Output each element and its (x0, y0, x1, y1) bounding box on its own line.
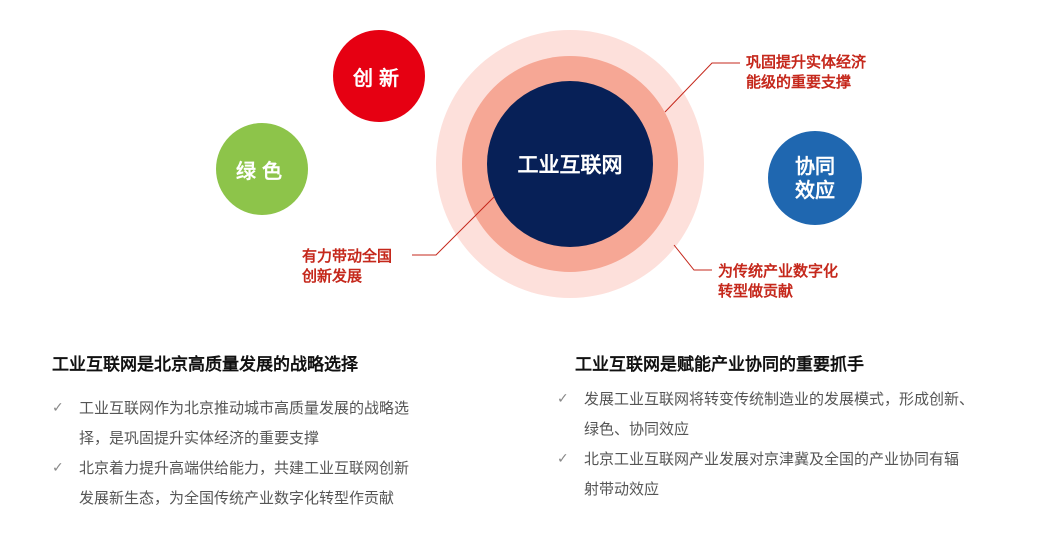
callout-left-line2: 创新发展 (302, 267, 363, 285)
check-icon: ✓ (557, 451, 569, 467)
callout-bottom-right: 为传统产业数字化 转型做贡献 (718, 261, 838, 301)
synergy-bubble: 协同 效应 (768, 131, 862, 225)
bullet-line1: 发展工业互联网将转变传统制造业的发展模式，形成创新、 (584, 390, 975, 408)
callout-top-right: 巩固提升实体经济 能级的重要支撑 (746, 52, 866, 92)
center-label: 工业互联网 (517, 153, 623, 177)
bullet-list-right: ✓ 发展工业互联网将转变传统制造业的发展模式，形成创新、 绿色、协同效应 ✓ 北… (557, 384, 1027, 504)
bullet-line2: 发展新生态，为全国传统产业数字化转型作贡献 (79, 489, 395, 507)
bullet-line2: 择，是巩固提升实体经济的重要支撑 (79, 429, 320, 447)
callout-bottom-right-line1: 为传统产业数字化 (718, 262, 839, 280)
check-icon: ✓ (52, 400, 64, 416)
callout-left-line1: 有力带动全国 (302, 247, 393, 265)
bullet-line1: 北京着力提升高端供给能力，共建工业互联网创新 (79, 459, 410, 477)
bullet-line1: 工业互联网作为北京推动城市高质量发展的战略选 (79, 399, 410, 417)
innovation-bubble: 创新 (333, 30, 425, 122)
callout-top-right-line2: 能级的重要支撑 (746, 73, 852, 91)
check-icon: ✓ (557, 391, 569, 407)
list-item: ✓ 北京工业互联网产业发展对京津冀及全国的产业协同有辐 射带动效应 (557, 444, 1027, 504)
section-title-left: 工业互联网是北京高质量发展的战略选择 (52, 355, 358, 375)
check-icon: ✓ (52, 460, 64, 476)
bullet-list-left: ✓ 工业互联网作为北京推动城市高质量发展的战略选 择，是巩固提升实体经济的重要支… (52, 393, 472, 513)
list-item: ✓ 发展工业互联网将转变传统制造业的发展模式，形成创新、 绿色、协同效应 (557, 384, 1027, 444)
synergy-label-line2: 效应 (795, 178, 835, 202)
connector-left (412, 196, 495, 256)
synergy-label-line1: 协同 (795, 154, 835, 178)
green-label: 绿色 (236, 158, 288, 183)
bullet-line2: 绿色、协同效应 (584, 420, 690, 438)
list-item: ✓ 工业互联网作为北京推动城市高质量发展的战略选 择，是巩固提升实体经济的重要支… (52, 393, 472, 453)
bullet-line1: 北京工业互联网产业发展对京津冀及全国的产业协同有辐 (584, 450, 960, 468)
list-item: ✓ 北京着力提升高端供给能力，共建工业互联网创新 发展新生态，为全国传统产业数字… (52, 453, 472, 513)
connector-top-right (664, 62, 740, 113)
green-bubble: 绿色 (216, 123, 308, 215)
section-title-right: 工业互联网是赋能产业协同的重要抓手 (575, 355, 864, 375)
connector-bottom-right (673, 244, 712, 271)
bullet-line2: 射带动效应 (584, 480, 660, 498)
center-bubble: 工业互联网 (487, 81, 653, 247)
callout-top-right-line1: 巩固提升实体经济 (746, 53, 867, 71)
callout-bottom-right-line2: 转型做贡献 (718, 282, 794, 300)
innovation-label: 创新 (353, 65, 405, 90)
callout-left: 有力带动全国 创新发展 (302, 246, 392, 286)
